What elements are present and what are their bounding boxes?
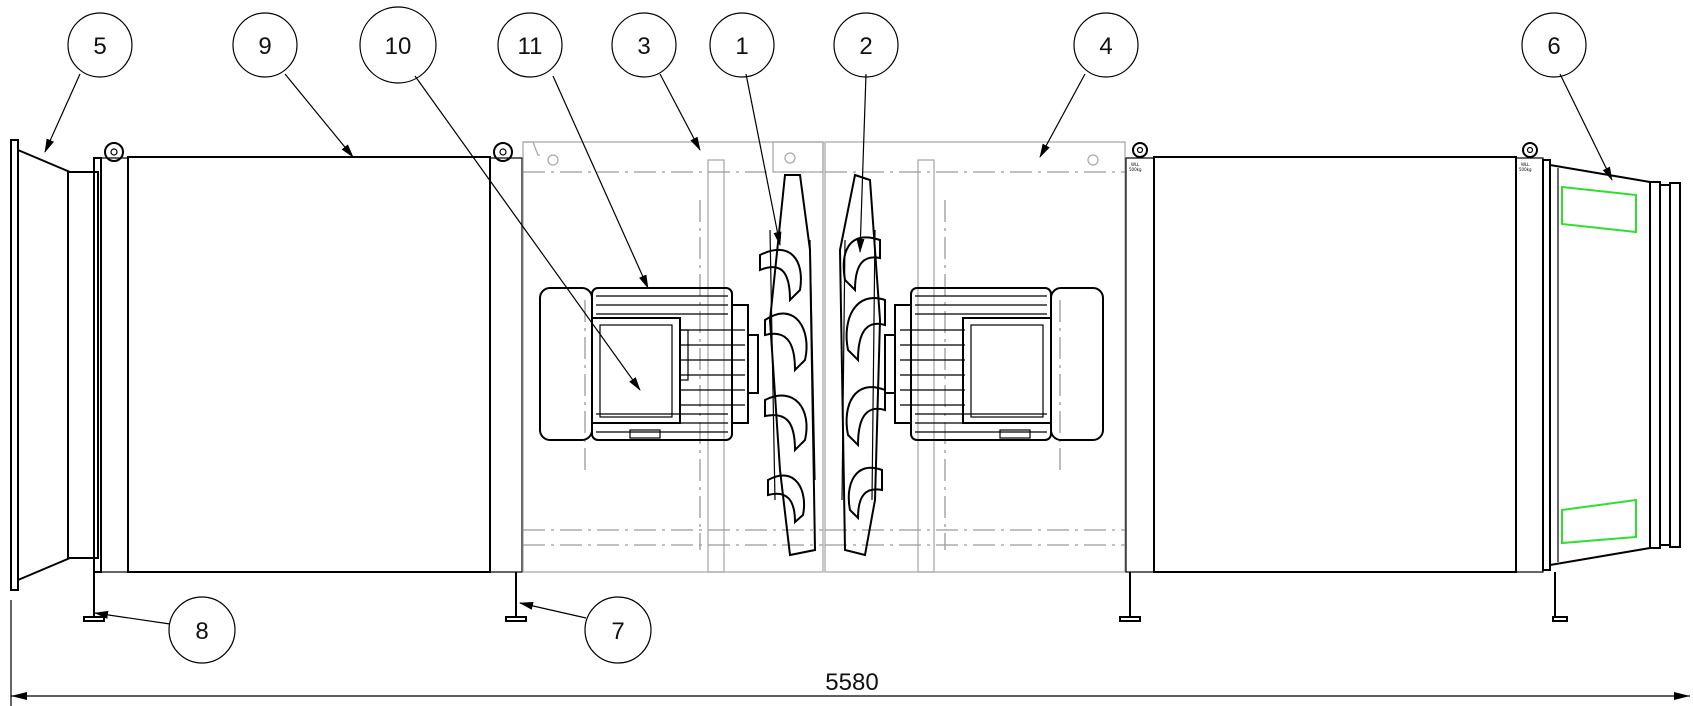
outlet-diffuser xyxy=(1542,159,1681,571)
svg-text:5: 5 xyxy=(93,33,106,60)
left-motor xyxy=(539,287,759,441)
dimension-value: 5580 xyxy=(825,669,878,696)
item-balloon-2: 2 xyxy=(833,12,899,78)
item-balloon-3: 3 xyxy=(611,12,677,78)
svg-text:11: 11 xyxy=(518,33,543,60)
item-balloon-1: 1 xyxy=(709,12,775,78)
svg-text:7: 7 xyxy=(611,618,624,645)
item-balloon-6: 6 xyxy=(1521,12,1587,78)
lifting-eye-label: WLL xyxy=(1521,162,1530,167)
svg-text:10: 10 xyxy=(385,33,412,60)
svg-text:9: 9 xyxy=(258,33,271,60)
inlet-bellmouth xyxy=(10,139,102,591)
svg-text:2: 2 xyxy=(859,33,872,60)
lifting-eye-label: 500kg xyxy=(1129,167,1142,172)
item-balloon-10: 10 xyxy=(359,6,437,84)
item-balloon-7: 7 xyxy=(584,596,652,664)
item-balloon-8: 8 xyxy=(168,596,236,664)
svg-text:1: 1 xyxy=(735,33,748,60)
svg-text:4: 4 xyxy=(1099,33,1112,60)
right-motor xyxy=(884,287,1104,441)
right-silencer: WLL 500kg WLL 500kg xyxy=(1119,142,1568,622)
item-balloon-9: 9 xyxy=(232,12,298,78)
item-balloon-11: 11 xyxy=(497,12,563,78)
overall-dimension: 5580 xyxy=(10,600,1690,706)
item-balloon-4: 4 xyxy=(1073,12,1139,78)
svg-text:8: 8 xyxy=(195,618,208,645)
impeller-right xyxy=(838,173,886,557)
impeller-left xyxy=(759,174,817,557)
svg-text:3: 3 xyxy=(637,33,650,60)
fan-casing-left xyxy=(522,141,824,573)
lifting-eye-label: WLL xyxy=(1131,162,1140,167)
lifting-eye-label: 500kg xyxy=(1519,167,1532,172)
fan-casing-right xyxy=(824,141,1126,573)
left-silencer xyxy=(83,142,527,622)
leader-lines xyxy=(44,73,1613,625)
item-balloon-5: 5 xyxy=(67,12,133,78)
svg-text:6: 6 xyxy=(1547,33,1560,60)
